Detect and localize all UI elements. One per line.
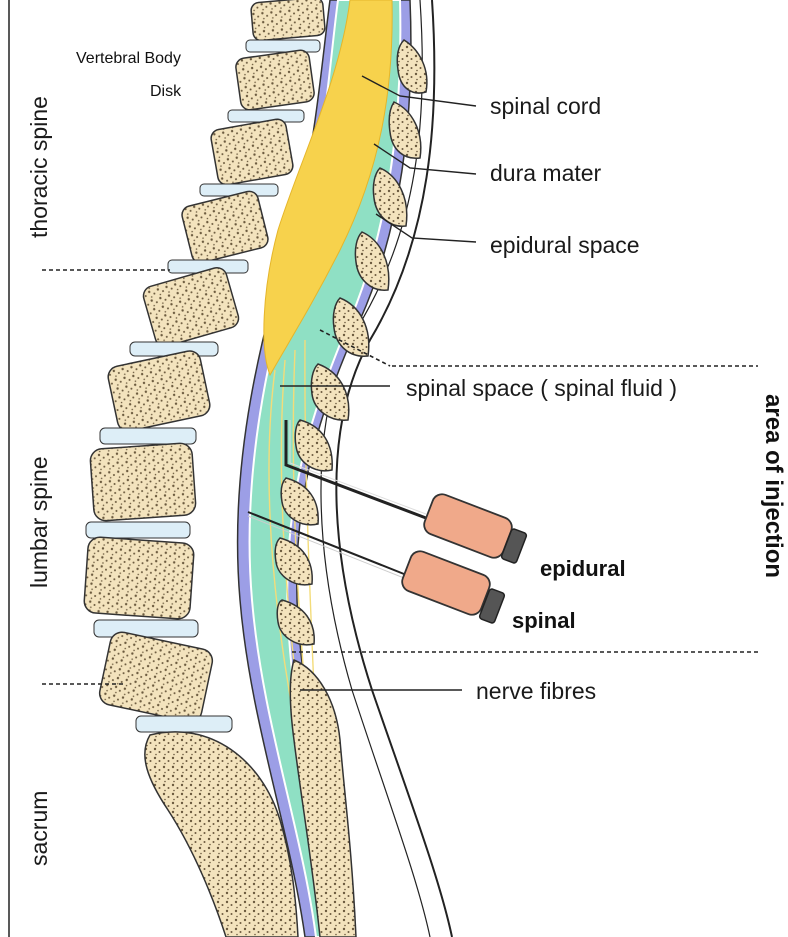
vertebral-body xyxy=(250,0,325,41)
lumbar-spine-label: lumbar spine xyxy=(26,456,52,588)
sacrum-label: sacrum xyxy=(26,791,52,866)
spinal-cord-label: spinal cord xyxy=(490,93,601,119)
spinal-space-label: spinal space ( spinal fluid ) xyxy=(406,375,677,401)
vertebral-body xyxy=(210,118,295,186)
spinal-syringe-barrel xyxy=(399,548,492,617)
vertebral-disc xyxy=(228,110,304,122)
vertebral-disc xyxy=(246,40,320,52)
vertebral-body xyxy=(97,630,214,724)
area-of-injection-label: area of injection xyxy=(760,394,787,578)
thoracic-spine-label: thoracic spine xyxy=(26,96,52,238)
epidural-space-label: epidural space xyxy=(490,232,640,258)
vertebral-body xyxy=(235,49,316,111)
vertebral-body xyxy=(141,265,241,348)
vertebral-body xyxy=(106,349,212,433)
vertebral-disc xyxy=(94,620,198,637)
vertebral-disc xyxy=(100,428,196,444)
vertebral-body xyxy=(90,443,197,522)
vertebral-body xyxy=(180,189,270,264)
nerve-fibres-label: nerve fibres xyxy=(476,678,596,704)
disk-label: Disk xyxy=(150,83,182,100)
spinal-label: spinal xyxy=(512,608,576,633)
vertebral-disc xyxy=(136,716,232,732)
epidural-syringe-barrel xyxy=(421,491,514,560)
dura-mater-label: dura mater xyxy=(490,160,602,186)
vertebral-body-label: Vertebral Body xyxy=(76,50,181,67)
vertebral-disc xyxy=(86,522,190,538)
epidural-label: epidural xyxy=(540,556,626,581)
vertebral-body xyxy=(83,536,194,619)
